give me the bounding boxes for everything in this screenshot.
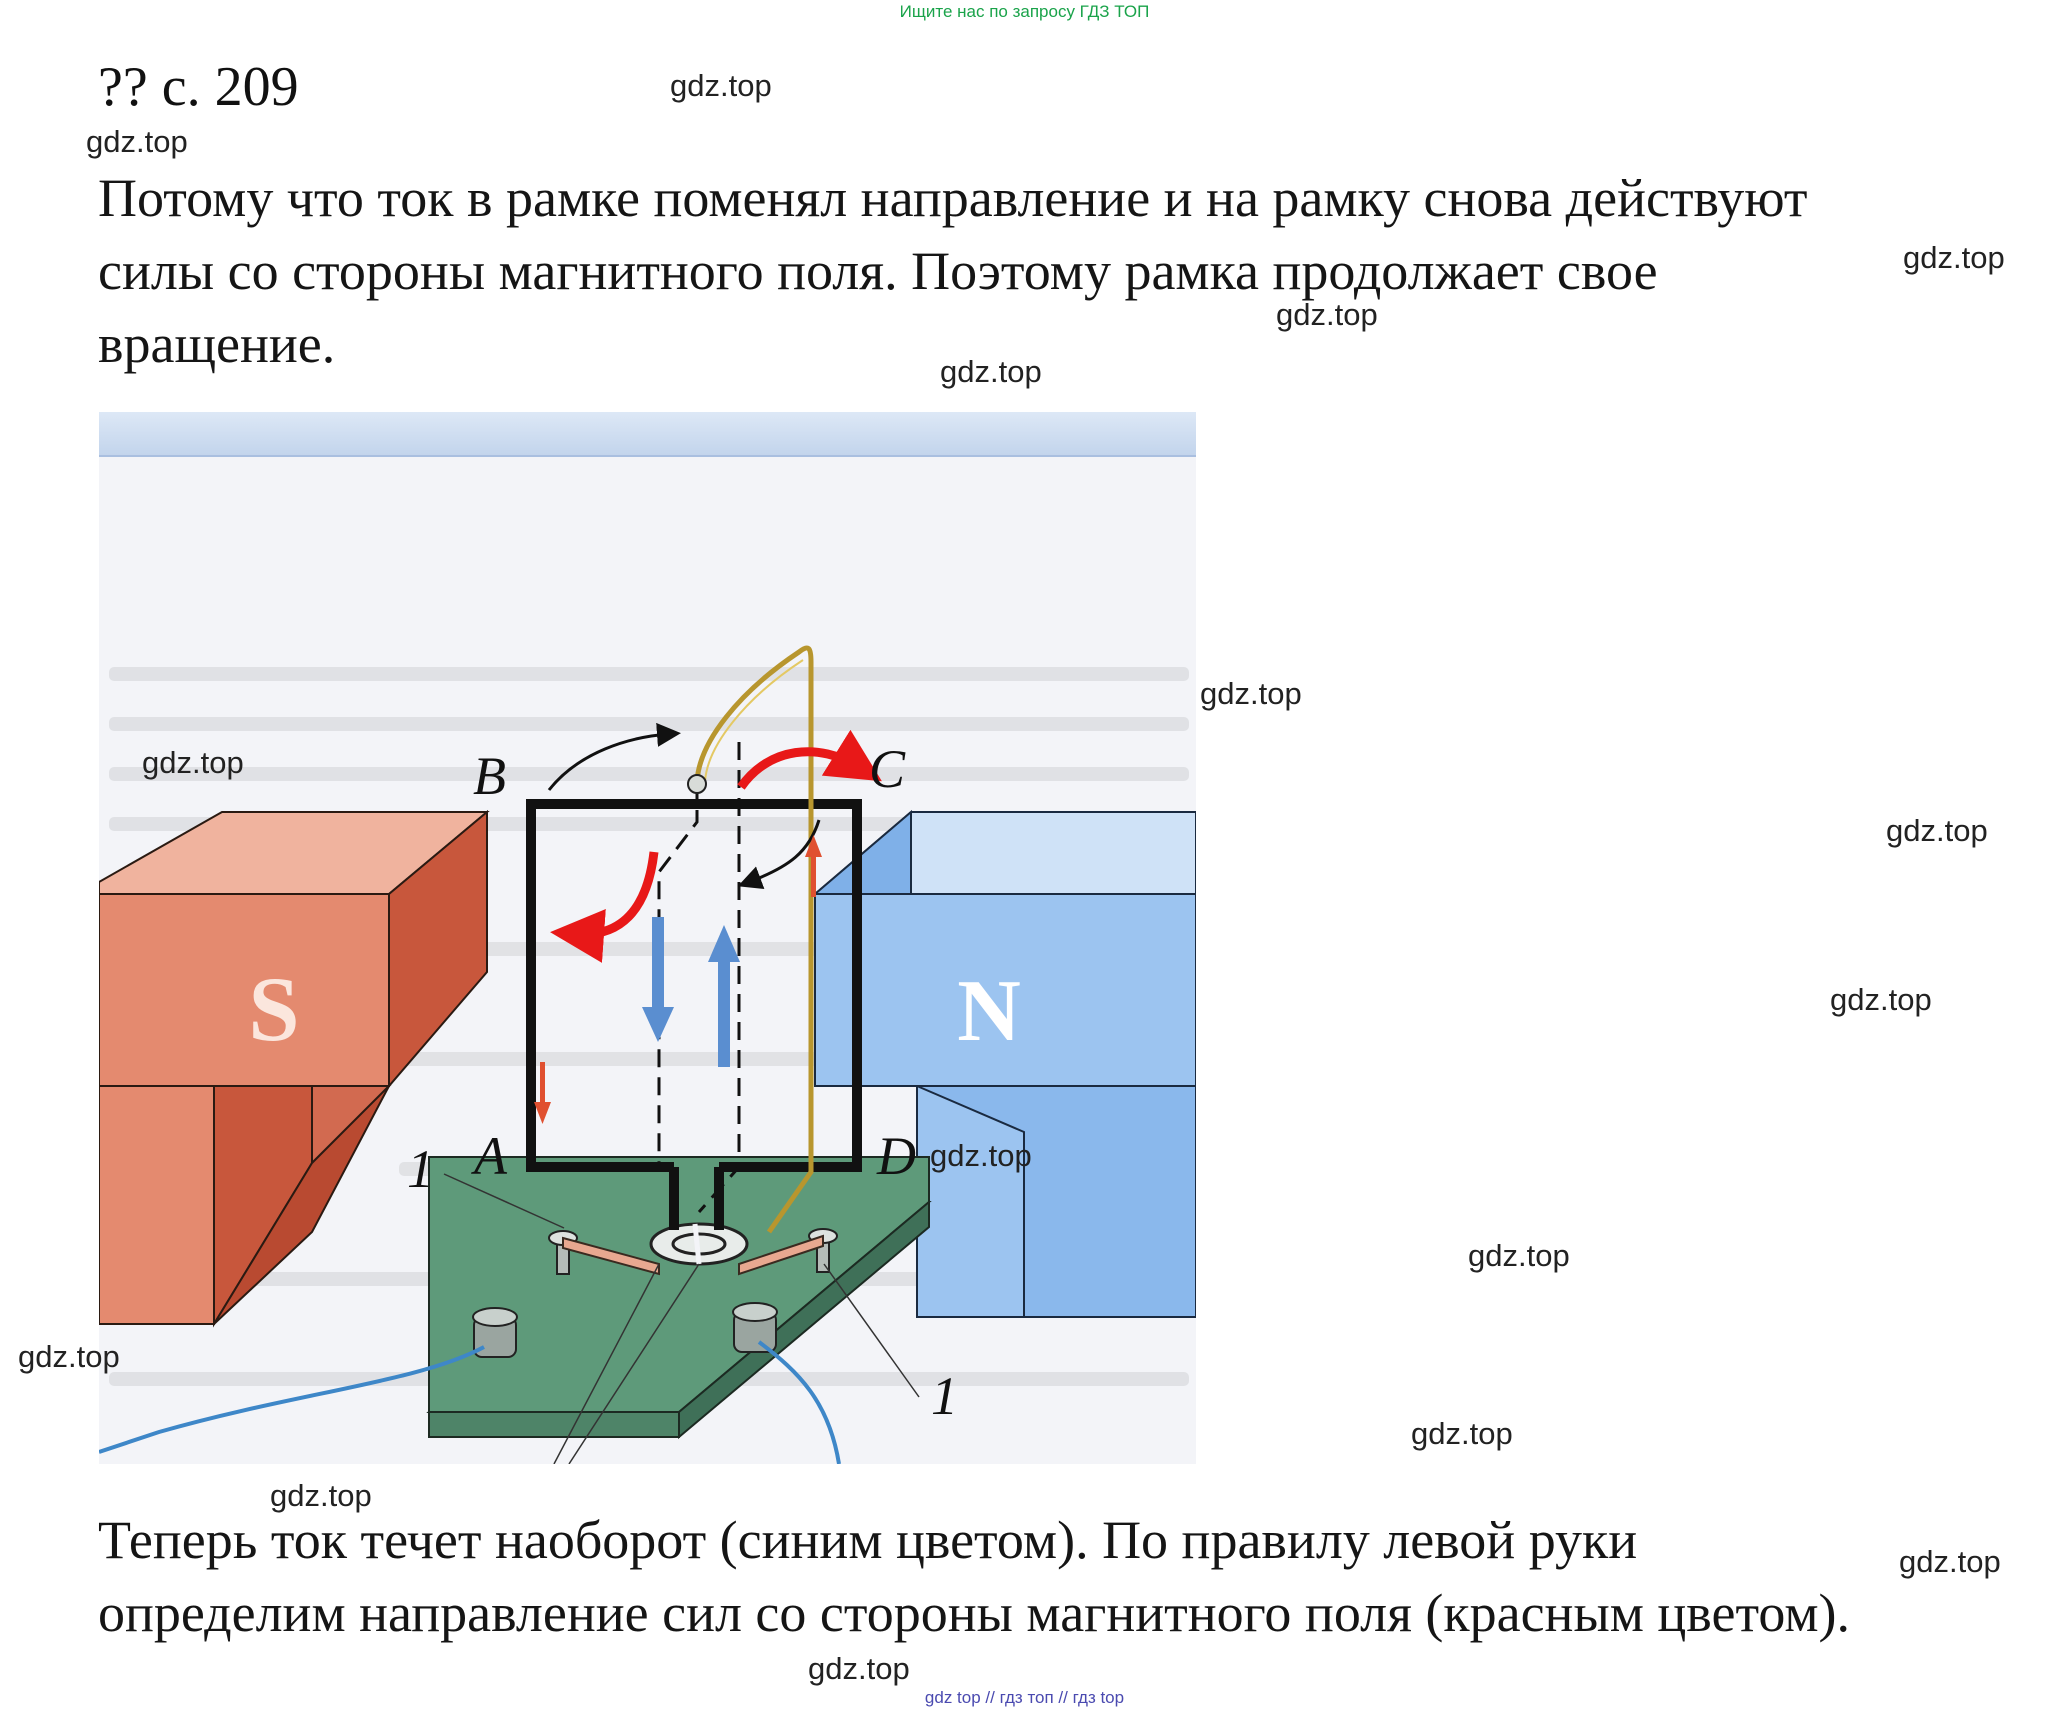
pole-n-label: N xyxy=(957,963,1021,1060)
watermark: gdz.top xyxy=(670,68,772,103)
page-heading: ?? с. 209 xyxy=(98,56,299,118)
answer-paragraph-2: Теперь ток течет наоборот (синим цветом)… xyxy=(98,1504,2033,1650)
watermark: gdz.top xyxy=(930,1138,1032,1173)
figure-top-band xyxy=(99,412,1196,456)
answer-line-4: Теперь ток течет наоборот (синим цветом)… xyxy=(98,1510,1638,1570)
answer-line-1: Потому что ток в рамке поменял направлен… xyxy=(98,168,1808,228)
watermark: gdz.top xyxy=(270,1478,372,1513)
rotation-arrow-middle xyxy=(737,819,821,890)
watermark: gdz.top xyxy=(1200,676,1302,711)
watermark: gdz.top xyxy=(940,354,1042,389)
answer-line-3: вращение. xyxy=(98,314,336,374)
answer-paragraph-1: Потому что ток в рамке поменял направлен… xyxy=(98,162,2033,381)
north-magnet xyxy=(812,809,1196,1318)
label-b: B xyxy=(473,746,506,806)
pointer-lines xyxy=(443,1173,920,1464)
answer-line-2: силы со стороны магнитного поля. Поэтому… xyxy=(98,241,1658,301)
current-arrows-red xyxy=(534,835,822,1124)
bottom-banner: gdz top // гдз топ // гдз top xyxy=(924,1688,1125,1707)
label-c: C xyxy=(869,739,906,799)
motor-frame-figure: S N xyxy=(99,412,1196,1464)
watermark: gdz.top xyxy=(86,124,188,159)
rotated-frame xyxy=(694,645,814,1234)
brushes xyxy=(562,1234,824,1276)
watermark: gdz.top xyxy=(1886,813,1988,848)
answer-line-5: определим направление сил со стороны маг… xyxy=(98,1583,1850,1643)
label-1-right: 1 xyxy=(931,1366,958,1426)
label-1-left: 1 xyxy=(407,1139,434,1199)
label-a: A xyxy=(471,1126,508,1186)
south-magnet xyxy=(99,809,490,1328)
watermark: gdz.top xyxy=(1468,1238,1570,1273)
force-arrow-b xyxy=(550,851,659,963)
watermark: gdz.top xyxy=(1830,982,1932,1017)
watermark: gdz.top xyxy=(142,745,244,780)
watermark: gdz.top xyxy=(1276,297,1378,332)
current-arrows-blue xyxy=(642,917,740,1067)
label-d: D xyxy=(876,1126,916,1186)
commutator xyxy=(649,1222,749,1266)
watermark: gdz.top xyxy=(1411,1416,1513,1451)
watermark: gdz.top xyxy=(1899,1544,2001,1579)
top-banner: Ищите нас по запросу ГДЗ ТОП xyxy=(899,2,1150,21)
watermark: gdz.top xyxy=(18,1339,120,1374)
pole-s-label: S xyxy=(248,958,299,1060)
force-arrow-c xyxy=(737,729,882,790)
wires xyxy=(99,1340,841,1464)
rotation-arrow-top xyxy=(547,722,681,791)
watermark: gdz.top xyxy=(808,1651,910,1686)
watermark: gdz.top xyxy=(1903,240,2005,275)
wire-frame xyxy=(526,799,862,1230)
base-plate xyxy=(426,1156,932,1440)
